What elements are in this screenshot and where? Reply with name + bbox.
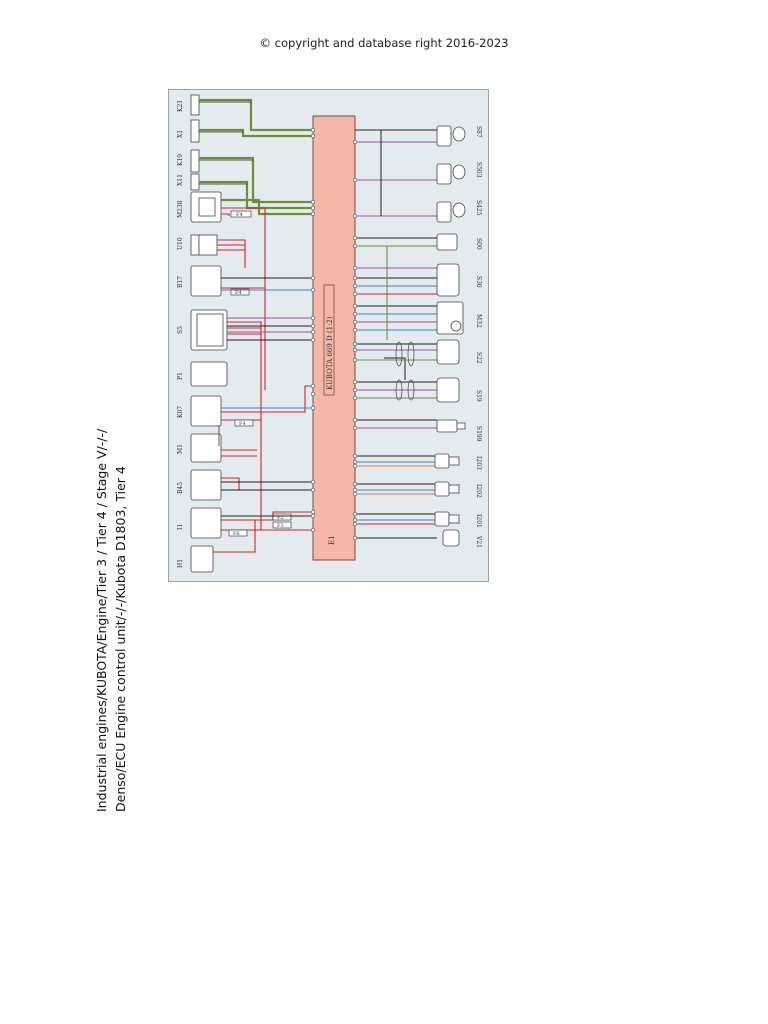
green-wires [199,98,313,216]
wiring-diagram-svg: KUBOTA 669 D (1:2) E1 K21 X1 K19 [177,94,482,573]
ecu-inner-frame [323,284,335,396]
svg-text:X1: X1 [177,130,184,138]
blue-wires-right [355,285,437,521]
svg-text:M1: M1 [177,444,184,454]
fuses: F4 F4 F4 F2 F3 F6 [228,210,292,537]
wiring-diagram: KUBOTA 669 D (1:2) E1 K21 X1 K19 [168,89,489,582]
svg-text:I201: I201 [475,514,482,528]
ecu-pins-right [352,139,358,541]
svg-text:F4: F4 [235,290,242,296]
svg-text:S00: S00 [475,238,482,250]
svg-text:F4: F4 [239,421,246,427]
svg-text:F6: F6 [233,531,240,537]
svg-text:M238: M238 [177,200,184,218]
svg-text:S199: S199 [475,426,482,442]
caption-line-2: Denso/ECU Engine control unit/-/-/Kubota… [113,466,128,812]
black-wires-right [355,129,437,539]
svg-text:B17: B17 [177,276,184,288]
blue-wires-left [221,289,313,409]
svg-text:K21: K21 [177,100,184,112]
copyright-notice: © copyright and database right 2016-2023 [259,36,509,50]
svg-text:X11: X11 [177,174,184,186]
svg-text:I203: I203 [475,456,482,470]
svg-text:I202: I202 [475,484,482,498]
svg-text:K19: K19 [177,154,184,166]
svg-text:S503: S503 [475,162,482,178]
orange-wires-right [355,465,437,495]
svg-text:S425: S425 [475,200,482,216]
caption-line-1: Industrial engines/KUBOTA/Engine/Tier 3 … [94,428,109,812]
svg-text:P1: P1 [177,372,184,380]
red-wires [213,207,313,553]
right-labels: S87 S503 S425 S00 S30 M32 S22 S19 S199 I… [475,126,482,548]
svg-text:S87: S87 [475,126,482,138]
svg-text:S19: S19 [475,390,482,402]
svg-text:F2: F2 [277,515,284,521]
svg-text:F4: F4 [236,212,243,218]
document-caption: Industrial engines/KUBOTA/Engine/Tier 3 … [92,429,130,812]
svg-text:M32: M32 [475,314,482,328]
left-labels: K21 X1 K19 X11 M238 U10 B17 S5 P1 K07 M1… [177,100,184,568]
ecu-pins-left [310,127,316,533]
right-sensors [434,125,466,547]
left-connectors [190,94,228,573]
svg-text:K07: K07 [177,406,184,418]
ecu-part-label: KUBOTA 669 D (1:2) [326,316,334,390]
svg-text:I1: I1 [177,524,184,530]
svg-text:S22: S22 [475,352,482,364]
svg-text:S5: S5 [177,326,184,334]
svg-text:V21: V21 [475,535,482,548]
svg-text:S30: S30 [475,276,482,288]
ecu-label: E1 [328,535,336,545]
svg-text:H1: H1 [177,559,184,568]
svg-text:U10: U10 [177,237,184,250]
svg-text:F3: F3 [277,523,284,529]
svg-text:B45: B45 [177,482,184,494]
